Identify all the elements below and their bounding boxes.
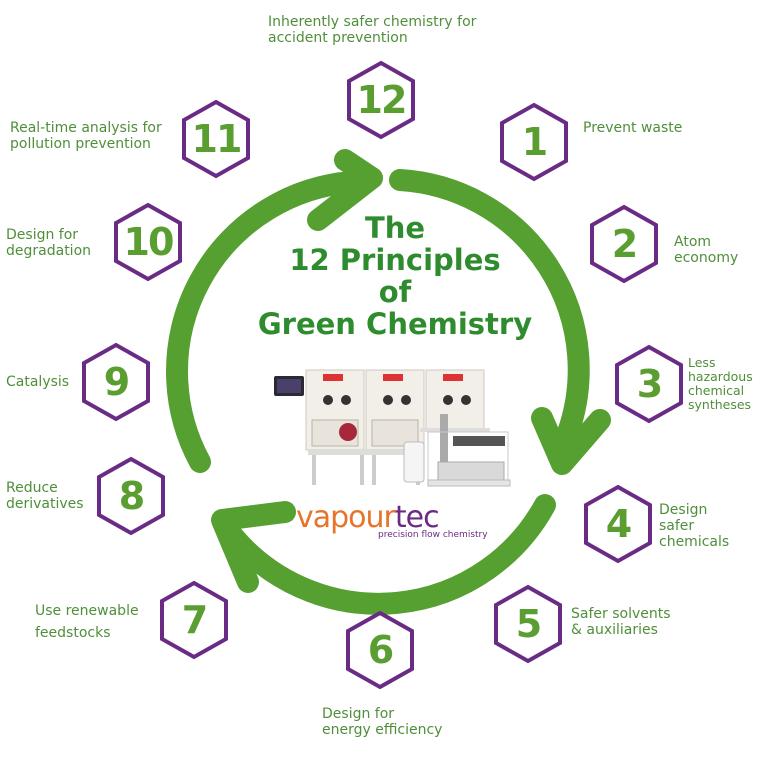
- principle-3-hex: 3: [613, 344, 685, 424]
- principle-4-hex: 4: [582, 484, 654, 564]
- principle-5-hex: 5: [492, 584, 564, 664]
- arc-left: [166, 171, 363, 473]
- hexagon-icon: [590, 204, 658, 284]
- arc-bottom: [221, 494, 556, 615]
- principle-8-hex: 8: [95, 456, 167, 536]
- infographic-title: The 12 Principles of Green Chemistry: [257, 211, 533, 341]
- principle-6-label: Design for energy efficiency: [322, 706, 443, 738]
- hexagon-icon: [494, 584, 562, 664]
- principle-10-label: Design for degradation: [6, 227, 92, 259]
- hexagon-icon: [114, 202, 182, 282]
- hexagon-icon: [347, 60, 415, 140]
- principle-11-label: Real-time analysis for pollution prevent…: [10, 120, 162, 152]
- principle-6-hex: 6: [344, 610, 416, 690]
- principle-12-label: Inherently safer chemistry for accident …: [268, 14, 477, 46]
- hexagon-icon: [182, 99, 250, 179]
- logo-tagline: precision flow chemistry: [378, 530, 488, 540]
- principle-9-label: Catalysis: [6, 374, 70, 390]
- principle-8-label: Reduce derivatives: [6, 480, 84, 512]
- principle-9-hex: 9: [80, 342, 152, 422]
- principle-7-label: Use renewable feedstocks: [35, 603, 139, 641]
- vapourtec-logo: vapourtec precision flow chemistry: [296, 500, 496, 541]
- hexagon-icon: [82, 342, 150, 422]
- arrowhead-left: [211, 501, 296, 593]
- principle-11-hex: 11: [180, 99, 252, 179]
- hexagon-icon: [160, 580, 228, 660]
- hexagon-icon: [346, 610, 414, 690]
- principle-2-hex: 2: [588, 204, 660, 284]
- hexagon-icon: [615, 344, 683, 424]
- hexagon-icon: [97, 456, 165, 536]
- principle-7-hex: 7: [158, 580, 230, 660]
- hexagon-icon: [500, 102, 568, 182]
- arrowhead-right: [531, 407, 611, 475]
- principle-10-hex: 10: [112, 202, 184, 282]
- arc-top-right: [389, 169, 590, 449]
- principle-2-label: Atom economy: [674, 234, 739, 266]
- principle-1-hex: 1: [498, 102, 570, 182]
- principle-4-label: Design safer chemicals: [659, 502, 730, 550]
- principle-3-label: Less hazardous chemical syntheses: [688, 355, 753, 412]
- equipment-image: [274, 369, 511, 487]
- logo-wordmark: vapourtec: [296, 500, 440, 535]
- arrowhead-top: [307, 149, 383, 231]
- principle-5-label: Safer solvents & auxiliaries: [571, 606, 671, 638]
- hexagon-icon: [584, 484, 652, 564]
- principle-1-label: Prevent waste: [583, 120, 683, 136]
- principle-12-hex: 12: [345, 60, 417, 140]
